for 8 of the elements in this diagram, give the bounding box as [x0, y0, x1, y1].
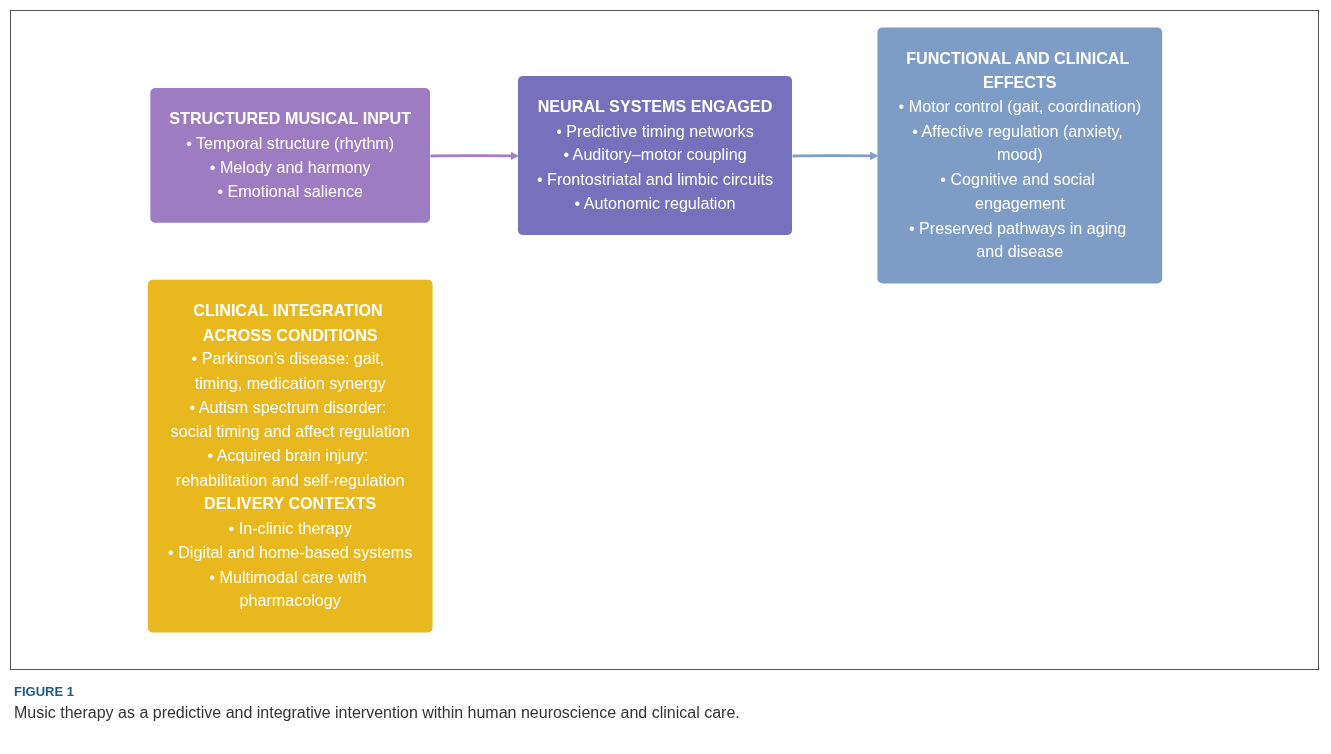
arrow	[430, 151, 519, 161]
node-box: FUNCTIONAL AND CLINICAL EFFECTS • Motor control (gait, coordination) • Affective regulation (anxiety, mood) • Cognitive and social engagement • Preserved pathways in aging and disease	[877, 27, 1163, 284]
figure-label: FIGURE 1	[14, 684, 74, 699]
node-box: CLINICAL INTEGRATION ACROSS CONDITIONS • Parkinson’s disease: gait, timing, medication synergy • Autism spectrum disorder: social timing and affect regulation • Acquired brain injury: rehabilitation and self-regulation DELIVERY CONTEXTS • In-clinic therapy • Digital and home-based systems • Multimodal care with pharmacology	[147, 279, 433, 633]
node-box: NEURAL SYSTEMS ENGAGED • Predictive timing networks • Auditory–motor coupling • Frontostriatal and limbic circuits • Autonomic regulation	[517, 76, 793, 235]
figure-caption: Music therapy as a predictive and integrative intervention within human neuroscience and clinical care.	[14, 704, 740, 722]
node-box: STRUCTURED MUSICAL INPUT • Temporal structure (rhythm) • Melody and harmony • Emotional salience	[150, 88, 431, 223]
arrow	[792, 151, 879, 161]
